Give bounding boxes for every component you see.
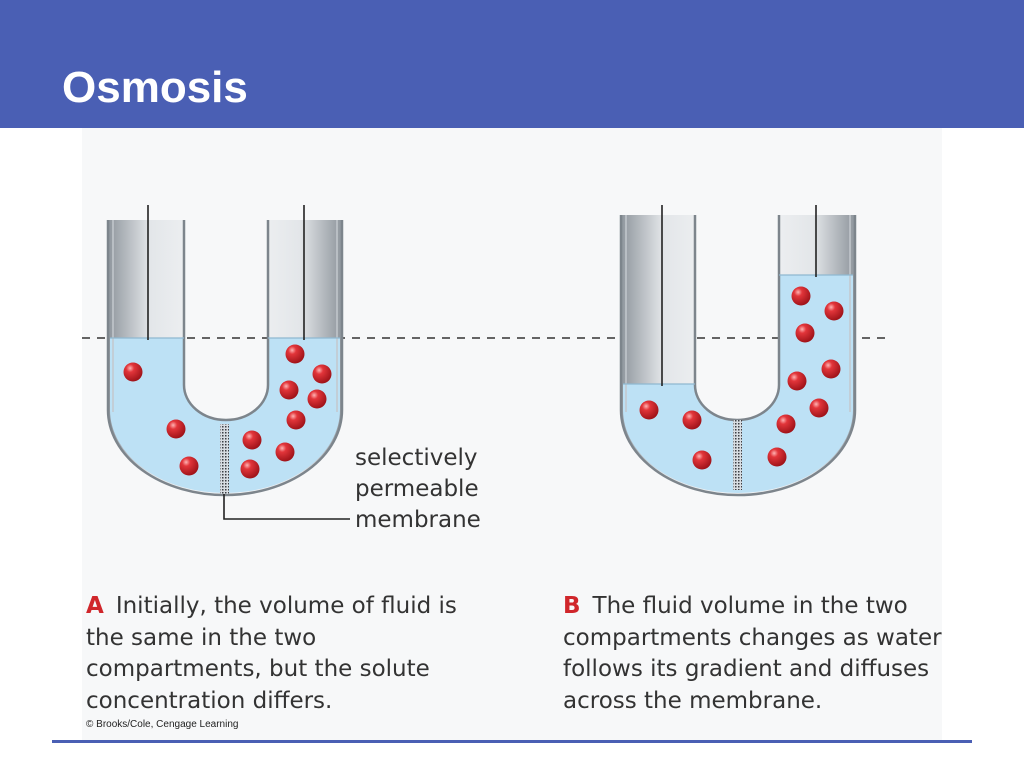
caption-b-letter: B: [563, 593, 581, 619]
solute-particle: [166, 419, 186, 439]
footer-rule: [52, 740, 972, 743]
solute-particle: [795, 323, 815, 343]
caption-b-text: The fluid volume in the two compartments…: [563, 593, 942, 714]
solute-particle: [123, 362, 143, 382]
solute-particle: [767, 447, 787, 467]
solute-particle: [275, 442, 295, 462]
membrane-label-line-3: membrane: [355, 507, 481, 533]
solute-particle: [279, 380, 299, 400]
membrane-b: [733, 420, 742, 490]
slide-title: Osmosis: [62, 63, 248, 112]
solute-particle: [312, 364, 332, 384]
membrane-label-line-1: selectively: [355, 445, 478, 471]
u-tube-a: [106, 205, 350, 520]
solute-particle: [286, 410, 306, 430]
solute-particle: [824, 301, 844, 321]
membrane-leader-line: [223, 494, 350, 520]
membrane-label: selectively permeable membrane: [355, 445, 486, 533]
solute-particle: [242, 430, 262, 450]
solute-particles-b: [639, 286, 844, 470]
solute-particle: [821, 359, 841, 379]
title-bar: Osmosis: [0, 0, 1024, 128]
solute-particles-a: [123, 344, 332, 479]
solute-particle: [809, 398, 829, 418]
solute-particle: [791, 286, 811, 306]
fluid-b: [623, 275, 853, 493]
u-tube-b: [619, 205, 857, 497]
solute-particle: [240, 459, 260, 479]
membrane-label-line-2: permeable: [355, 476, 479, 502]
caption-a-letter: A: [86, 593, 104, 619]
solute-particle: [639, 400, 659, 420]
solute-particle: [776, 414, 796, 434]
solute-particle: [787, 371, 807, 391]
solute-particle: [179, 456, 199, 476]
copyright-credit: © Brooks/Cole, Cengage Learning: [86, 719, 239, 730]
solute-particle: [692, 450, 712, 470]
membrane-a: [220, 424, 229, 494]
solute-particle: [285, 344, 305, 364]
solute-particle: [682, 410, 702, 430]
caption-a-text: Initially, the volume of fluid is the sa…: [86, 593, 457, 714]
solute-particle: [307, 389, 327, 409]
